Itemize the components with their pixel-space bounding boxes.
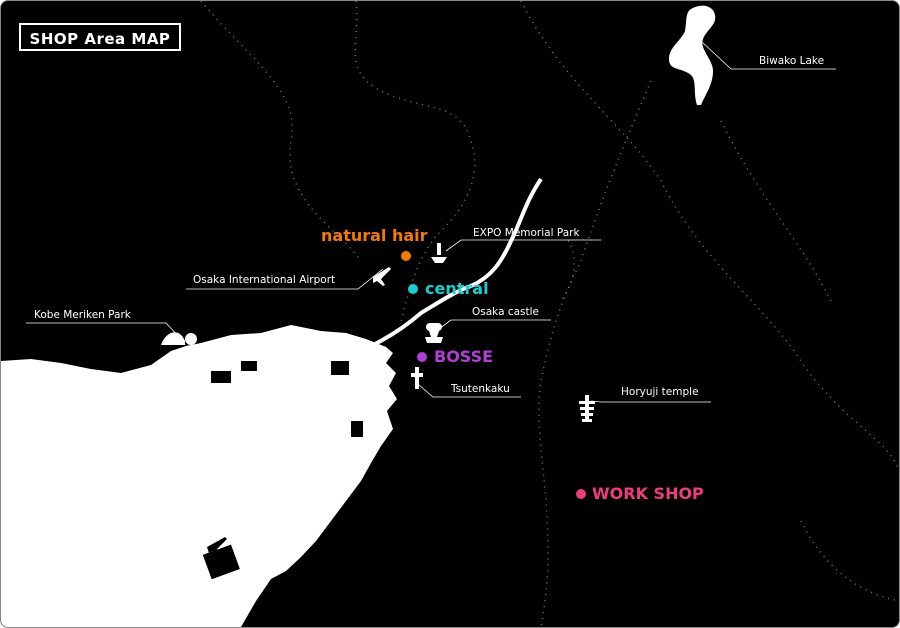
airplane-icon [373, 267, 391, 286]
shop-name: BOSSE [434, 347, 494, 366]
map-title: SHOP Area MAP [19, 23, 181, 51]
label-horyuji-temple: Horyuji temple [621, 386, 699, 398]
osaka-castle-icon [425, 323, 443, 343]
shop-marker-bosse [417, 351, 427, 362]
label-kobe-meriken-park: Kobe Meriken Park [34, 309, 131, 321]
shop-marker-work-shop [576, 488, 586, 499]
biwako-lake-shape [669, 5, 716, 105]
label-kansai-airport: Kansai International Airport [26, 518, 171, 530]
shop-natural-hair[interactable]: natural hair [321, 226, 428, 245]
shop-name: natural hair [321, 226, 428, 245]
yodo-river [372, 177, 543, 347]
label-biwako-lake: Biwako Lake [759, 55, 825, 67]
prefecture-boundaries [200, 1, 899, 627]
label-expo-park: EXPO Memorial Park [473, 227, 580, 239]
horyuji-pagoda-icon [579, 395, 595, 422]
label-osaka-castle: Osaka castle [472, 306, 540, 318]
shop-central[interactable]: central [408, 279, 489, 298]
harbor-details [202, 361, 363, 580]
tsutenkaku-icon [411, 367, 423, 389]
label-tsutenkaku: Tsutenkaku [451, 383, 510, 395]
kansai-airplane-icon [207, 537, 227, 556]
expo-tower-icon [431, 243, 447, 263]
shop-bosse[interactable]: BOSSE [417, 347, 493, 366]
shop-work-shop[interactable]: WORK SHOP [576, 484, 704, 503]
shop-marker-natural-hair[interactable] [401, 251, 411, 261]
landmark-icons [161, 243, 595, 556]
shop-marker-central [408, 283, 418, 294]
osaka-bay [1, 325, 397, 627]
shop-name: WORK SHOP [592, 484, 704, 503]
kobe-port-icon [161, 332, 197, 345]
shop-name: central [425, 279, 489, 298]
leader-lines [26, 40, 836, 542]
label-osaka-airport: Osaka International Airport [193, 274, 336, 286]
